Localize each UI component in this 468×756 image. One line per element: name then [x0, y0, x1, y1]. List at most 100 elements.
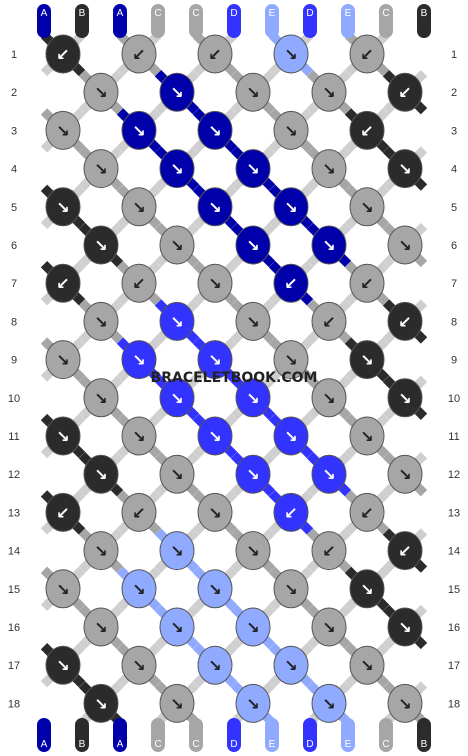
knot-arrow-icon: ↘ [246, 694, 259, 713]
knot: ↘ [159, 301, 195, 341]
top-strand-label: A [37, 4, 51, 38]
knot: ↙ [387, 531, 423, 571]
knot-circle [235, 378, 271, 418]
bottom-strand-label: D [303, 718, 317, 752]
row-number-left: 6 [11, 240, 17, 252]
knot-circle [83, 531, 119, 571]
knot: ↙ [121, 492, 157, 532]
knot-arrow-icon: ↘ [246, 618, 259, 637]
knot: ↘ [349, 416, 385, 456]
knot: ↘ [45, 340, 81, 380]
knot-arrow-icon: ↙ [322, 312, 335, 331]
knot-arrow-icon: ↘ [398, 465, 411, 484]
knot-circle [159, 301, 195, 341]
knot: ↘ [83, 301, 119, 341]
row-number-right: 9 [451, 355, 457, 367]
knot-circle [159, 378, 195, 418]
knot-circle [273, 569, 309, 609]
knot-circle [273, 110, 309, 150]
knot: ↙ [45, 492, 81, 532]
knot: ↘ [235, 149, 271, 189]
knot-circle [83, 378, 119, 418]
knot-circle [45, 110, 81, 150]
bottom-strand-label: B [417, 718, 431, 752]
strand-letter: A [117, 739, 124, 750]
knot-circle [197, 492, 233, 532]
knot-circle [273, 416, 309, 456]
knot-arrow-icon: ↘ [246, 312, 259, 331]
knot: ↘ [273, 340, 309, 380]
knot-arrow-icon: ↘ [94, 160, 107, 179]
knot-circle [197, 569, 233, 609]
knot: ↘ [235, 454, 271, 494]
knot-circle [197, 110, 233, 150]
knot-circle [45, 569, 81, 609]
knot-arrow-icon: ↙ [208, 45, 221, 64]
knot-circle [121, 110, 157, 150]
knot: ↘ [197, 569, 233, 609]
strand-letter: C [192, 8, 199, 19]
knot-arrow-icon: ↘ [322, 236, 335, 255]
bottom-strand-label: A [113, 718, 127, 752]
row-number-left: 3 [11, 125, 17, 137]
knot: ↙ [197, 34, 233, 74]
knot-circle [273, 34, 309, 74]
strand-letter: C [382, 8, 389, 19]
knot-arrow-icon: ↘ [56, 351, 69, 370]
knot: ↙ [121, 263, 157, 303]
knot-arrow-icon: ↘ [360, 198, 373, 217]
knot-circle [197, 263, 233, 303]
row-number-left: 5 [11, 202, 17, 214]
knot-arrow-icon: ↘ [284, 427, 297, 446]
knot-circle [83, 607, 119, 647]
knot-circle [235, 72, 271, 112]
top-strand-label: B [75, 4, 89, 38]
row-number-right: 16 [448, 622, 460, 634]
row-number-left: 15 [8, 584, 20, 596]
knot-circle [45, 416, 81, 456]
knot-circle [121, 569, 157, 609]
knot-circle [45, 34, 81, 74]
knot-arrow-icon: ↘ [132, 580, 145, 599]
knot-arrow-icon: ↘ [208, 198, 221, 217]
knot-arrow-icon: ↘ [94, 542, 107, 561]
knot: ↘ [121, 569, 157, 609]
knot-arrow-icon: ↙ [132, 503, 145, 522]
knot-circle [121, 187, 157, 227]
knot: ↘ [311, 607, 347, 647]
knot: ↙ [311, 301, 347, 341]
knot-arrow-icon: ↙ [56, 45, 69, 64]
knot-circle [121, 645, 157, 685]
knot-arrow-icon: ↘ [208, 121, 221, 140]
knot-circle [235, 301, 271, 341]
knot: ↙ [273, 263, 309, 303]
knot-circle [235, 531, 271, 571]
strand-letter: C [154, 739, 161, 750]
knot-arrow-icon: ↘ [208, 503, 221, 522]
knot-arrow-icon: ↘ [284, 121, 297, 140]
strand-letter: B [79, 739, 86, 750]
row-number-left: 16 [8, 622, 20, 634]
knot: ↘ [273, 110, 309, 150]
strand-letter: D [230, 8, 237, 19]
top-strand-label: C [379, 4, 393, 38]
knot-arrow-icon: ↙ [360, 503, 373, 522]
knot: ↘ [235, 72, 271, 112]
row-number-left: 1 [11, 49, 17, 61]
knot-circle [235, 149, 271, 189]
knot: ↘ [121, 187, 157, 227]
knot-arrow-icon: ↘ [246, 389, 259, 408]
knot-circle [273, 340, 309, 380]
row-number-right: 1 [451, 49, 457, 61]
knot: ↘ [273, 569, 309, 609]
row-number-right: 8 [451, 316, 457, 328]
knot: ↘ [235, 378, 271, 418]
knot: ↙ [311, 531, 347, 571]
knot-circle [311, 531, 347, 571]
row-number-right: 13 [448, 507, 460, 519]
knot-arrow-icon: ↙ [360, 121, 373, 140]
knot-circle [235, 683, 271, 723]
top-strand-label: D [227, 4, 241, 38]
